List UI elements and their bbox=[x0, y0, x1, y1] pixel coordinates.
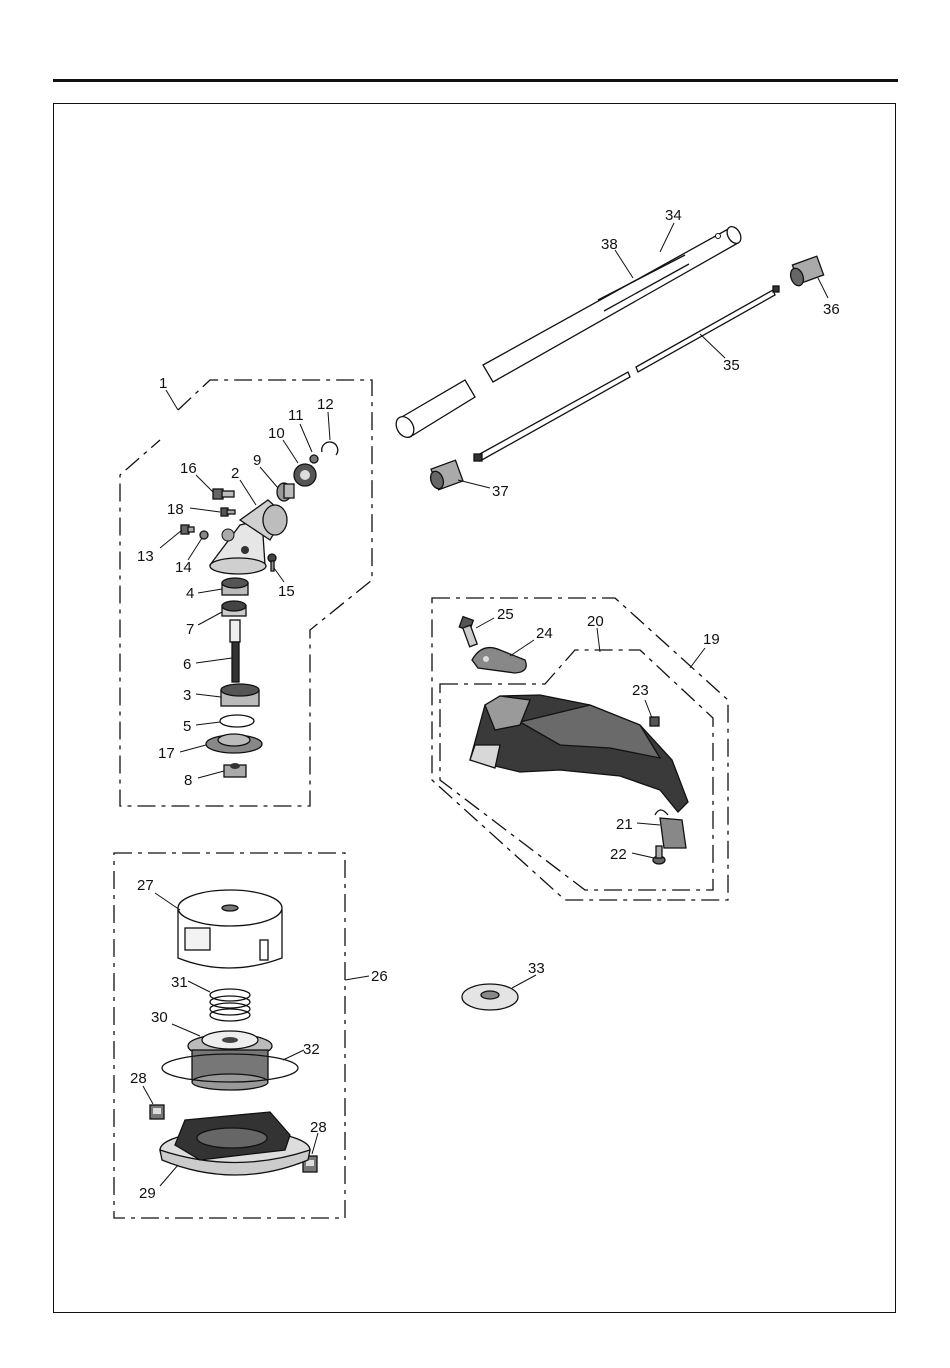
bushing-part-36 bbox=[788, 256, 823, 287]
label-part-24: 24 bbox=[536, 625, 553, 642]
label-part-37: 37 bbox=[492, 483, 509, 500]
label-part-1: 1 bbox=[159, 375, 167, 392]
bushing-part-37 bbox=[428, 460, 463, 490]
screw-part-22 bbox=[653, 846, 665, 864]
ring-part-5 bbox=[220, 715, 254, 727]
label-part-8: 8 bbox=[184, 772, 192, 789]
label-part-22: 22 bbox=[610, 846, 627, 863]
washer-part-33 bbox=[462, 984, 518, 1010]
label-part-23: 23 bbox=[632, 682, 649, 699]
housing-part-29 bbox=[160, 1112, 310, 1175]
label-part-19: 19 bbox=[703, 631, 720, 648]
label-part-18: 18 bbox=[167, 501, 184, 518]
label-part-35: 35 bbox=[723, 357, 740, 374]
label-part-15: 15 bbox=[278, 583, 295, 600]
label-part-38: 38 bbox=[601, 236, 618, 253]
label-part-30: 30 bbox=[151, 1009, 168, 1026]
label-part-31: 31 bbox=[171, 974, 188, 991]
label-part-11: 11 bbox=[288, 407, 304, 424]
label-part-16: 16 bbox=[180, 460, 197, 477]
label-part-33: 33 bbox=[528, 960, 545, 977]
label-part-28-right: 28 bbox=[310, 1119, 327, 1136]
cover-part-27 bbox=[178, 890, 282, 968]
bushing-part bbox=[277, 483, 294, 501]
nut-part-8 bbox=[224, 763, 246, 777]
circlip-part-12 bbox=[322, 442, 338, 455]
label-part-4: 4 bbox=[186, 585, 194, 602]
label-part-26: 26 bbox=[371, 968, 388, 985]
washer-part-14 bbox=[200, 531, 208, 539]
bolt-part-25 bbox=[459, 617, 477, 647]
grease-plug-part-13 bbox=[181, 525, 194, 534]
shield-part-20 bbox=[470, 695, 688, 812]
label-part-3: 3 bbox=[183, 687, 191, 704]
bearing-part-4 bbox=[222, 578, 248, 595]
label-part-13: 13 bbox=[137, 548, 154, 565]
label-part-20: 20 bbox=[587, 613, 604, 630]
label-part-25: 25 bbox=[497, 606, 514, 623]
label-part-27: 27 bbox=[137, 877, 154, 894]
label-part-28-left: 28 bbox=[130, 1070, 147, 1087]
clamp-part-24 bbox=[472, 648, 526, 673]
label-part-29: 29 bbox=[139, 1185, 156, 1202]
label-part-21: 21 bbox=[616, 816, 633, 833]
bearing-part-10 bbox=[294, 464, 316, 486]
label-part-36: 36 bbox=[823, 301, 840, 318]
label-part-32: 32 bbox=[303, 1041, 320, 1058]
label-part-12: 12 bbox=[317, 396, 334, 413]
screw-part-18 bbox=[221, 508, 235, 516]
label-part-5: 5 bbox=[183, 718, 191, 735]
bearing-part-3 bbox=[221, 684, 259, 706]
washer-part-11 bbox=[310, 455, 318, 463]
eyelet-part-28-left bbox=[150, 1105, 164, 1119]
label-part-14: 14 bbox=[175, 559, 192, 576]
label-part-6: 6 bbox=[183, 656, 191, 673]
nut-part-23 bbox=[650, 717, 659, 726]
label-part-34: 34 bbox=[665, 207, 682, 224]
seal-part-7 bbox=[222, 601, 246, 616]
label-part-9: 9 bbox=[253, 452, 261, 469]
holder-part-17 bbox=[206, 734, 262, 753]
plate-part-21 bbox=[655, 810, 686, 848]
label-part-10: 10 bbox=[268, 425, 285, 442]
label-part-7: 7 bbox=[186, 621, 194, 638]
label-part-17: 17 bbox=[158, 745, 175, 762]
label-part-2: 2 bbox=[231, 465, 239, 482]
bolt-part-16 bbox=[213, 489, 234, 499]
spring-part-31 bbox=[210, 989, 250, 1021]
shaft-part-6 bbox=[230, 620, 240, 682]
